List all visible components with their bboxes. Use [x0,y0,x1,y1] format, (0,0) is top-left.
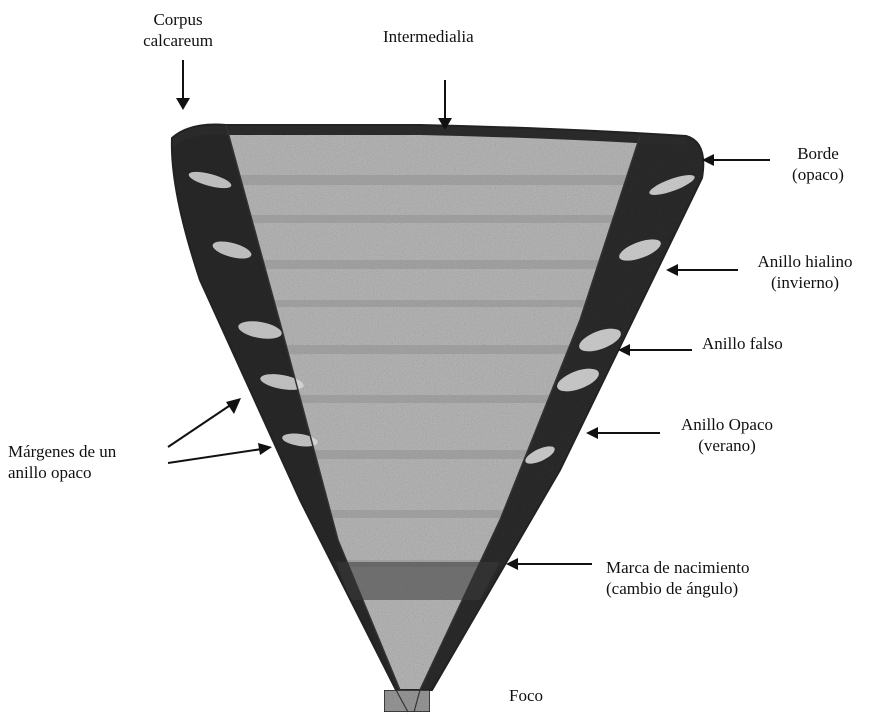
specimen-image [160,115,720,712]
label-foco: Foco [509,685,543,706]
label-marca-nacimiento: Marca de nacimiento (cambio de ángulo) [606,557,750,599]
label-margenes-line2: anillo opaco [8,462,116,483]
label-anillo-opaco: Anillo Opaco (verano) [665,414,789,456]
label-margenes-anillo-opaco: Márgenes de un anillo opaco [8,441,116,483]
label-anillo-hialino: Anillo hialino (invierno) [743,251,867,293]
arrow-margenes-lower [168,449,262,463]
label-corpus-line2: calcareum [128,30,228,51]
label-intermedialia: Intermedialia [383,26,474,47]
label-borde-line1: Borde [778,143,858,164]
label-anillo-falso: Anillo falso [702,333,783,354]
arrow-margenes-upper [168,404,232,447]
label-corpus-calcareum: Corpus calcareum [128,9,228,51]
label-marca-line2: (cambio de ángulo) [606,578,750,599]
label-anillo-hialino-line1: Anillo hialino [743,251,867,272]
label-corpus-line1: Corpus [128,9,228,30]
label-borde: Borde (opaco) [778,143,858,185]
label-borde-line2: (opaco) [778,164,858,185]
label-marca-line1: Marca de nacimiento [606,557,750,578]
label-anillo-opaco-line1: Anillo Opaco [665,414,789,435]
label-anillo-opaco-line2: (verano) [665,435,789,456]
label-margenes-line1: Márgenes de un [8,441,116,462]
label-anillo-hialino-line2: (invierno) [743,272,867,293]
